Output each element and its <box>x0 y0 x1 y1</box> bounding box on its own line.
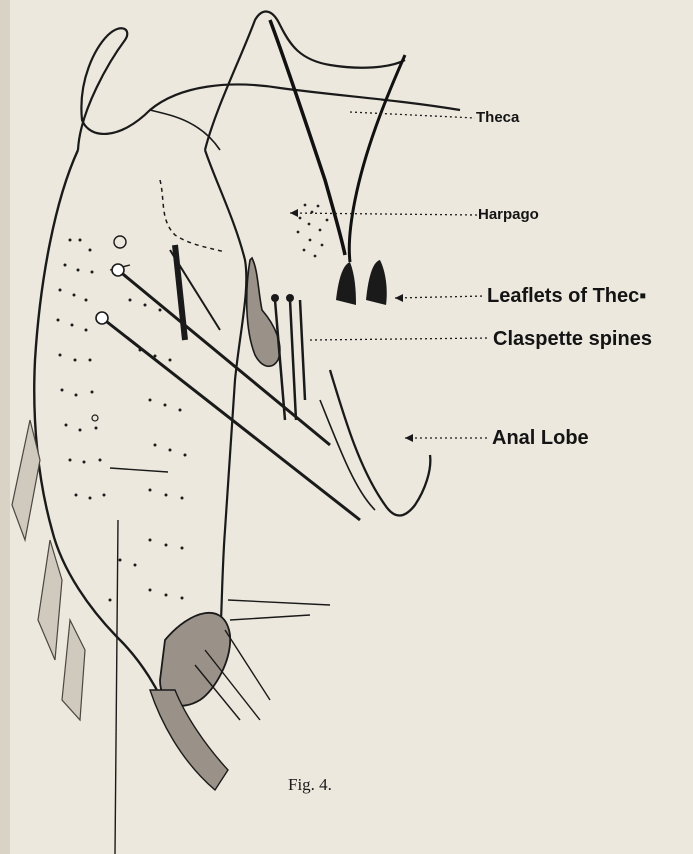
page-edge-shadow <box>0 0 10 854</box>
left-fringe <box>12 420 85 720</box>
body-outline-right <box>205 150 246 640</box>
label-claspette-spines: Claspette spines <box>493 329 652 349</box>
leaflet-left <box>336 262 356 305</box>
label-anal-lobe: Anal Lobe <box>492 428 589 448</box>
harpago <box>270 20 345 255</box>
label-harpago: Harpago <box>478 207 539 222</box>
anal-lobe <box>330 370 430 516</box>
label-leaflets-of-theca: Leaflets of Thec▪ <box>487 286 646 306</box>
theca-outline <box>78 28 460 150</box>
body-stipple <box>57 239 187 602</box>
leaflet-right <box>366 260 387 305</box>
label-theca: Theca <box>476 110 519 125</box>
harpago-stipple <box>297 204 329 258</box>
figure-caption: Fig. 4. <box>288 775 332 795</box>
